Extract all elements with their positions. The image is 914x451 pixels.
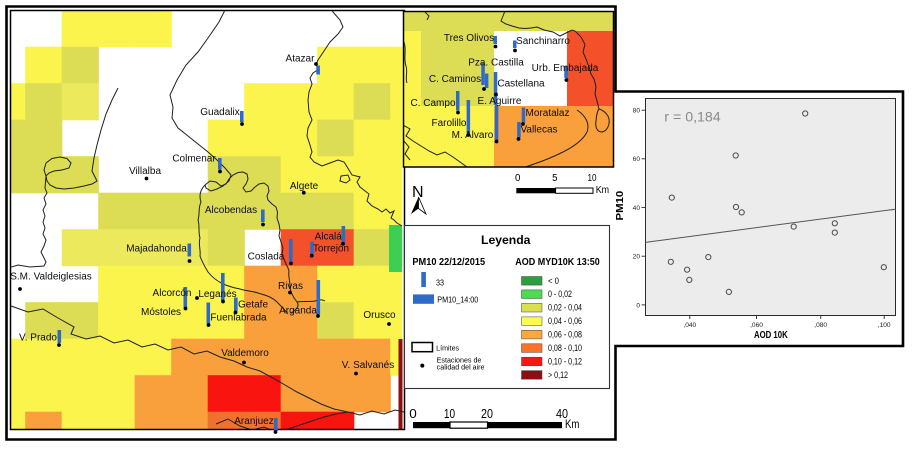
svg-text:40: 40 [633, 205, 641, 212]
svg-text:PM10_14:00: PM10_14:00 [437, 295, 478, 305]
svg-text:10: 10 [444, 406, 455, 421]
svg-text:,040: ,040 [683, 322, 696, 329]
svg-text:AOD 10K: AOD 10K [754, 330, 788, 341]
svg-text:Móstoles: Móstoles [141, 307, 181, 318]
svg-text:Villalba: Villalba [129, 166, 161, 177]
svg-text:Colmenar: Colmenar [172, 154, 216, 165]
svg-text:Algete: Algete [290, 181, 319, 192]
svg-text:Rivas: Rivas [278, 281, 303, 292]
svg-text:Vallecas: Vallecas [520, 125, 557, 136]
svg-text:Límites: Límites [436, 345, 459, 352]
svg-text:Arganda: Arganda [279, 306, 317, 317]
svg-text:0,10 - 0,12: 0,10 - 0,12 [548, 357, 582, 367]
svg-text:Orusco: Orusco [363, 310, 396, 321]
svg-text:Km: Km [596, 184, 610, 196]
svg-text:,080: ,080 [814, 322, 827, 329]
svg-text:Aranjuez: Aranjuez [234, 416, 273, 427]
svg-text:,060: ,060 [750, 322, 763, 329]
svg-text:0,02 - 0,04: 0,02 - 0,04 [548, 303, 582, 313]
svg-text:20: 20 [481, 406, 493, 421]
svg-text:20: 20 [633, 254, 641, 261]
svg-text:33: 33 [436, 279, 444, 288]
svg-text:0,08 - 0,10: 0,08 - 0,10 [548, 343, 582, 353]
svg-text:80: 80 [633, 108, 641, 115]
svg-text:Valdemoro: Valdemoro [221, 348, 269, 359]
svg-text:Moratalaz: Moratalaz [526, 108, 570, 119]
svg-text:Alcorcón: Alcorcón [153, 288, 192, 299]
svg-text:PM10 22/12/2015: PM10 22/12/2015 [412, 257, 485, 268]
svg-text:60: 60 [633, 156, 641, 163]
svg-text:40: 40 [556, 406, 568, 421]
svg-text:r = 0,184: r = 0,184 [664, 110, 721, 126]
svg-text:Castellana: Castellana [497, 79, 545, 90]
svg-text:AOD MYD10K 13:50: AOD MYD10K 13:50 [515, 257, 600, 268]
svg-text:Atazar: Atazar [286, 54, 316, 65]
svg-text:Sanchinarro: Sanchinarro [516, 36, 570, 47]
svg-text:Tres Olivos: Tres Olivos [444, 33, 494, 44]
svg-text:0: 0 [409, 406, 417, 421]
svg-text:Alcobendas: Alcobendas [205, 205, 257, 216]
svg-text:,100: ,100 [878, 322, 891, 329]
svg-text:Leyenda: Leyenda [481, 233, 531, 247]
svg-text:0: 0 [636, 302, 640, 309]
svg-text:Getafe: Getafe [238, 300, 268, 311]
svg-text:C. Campo: C. Campo [410, 98, 455, 109]
svg-text:N: N [412, 184, 424, 201]
svg-text:Fuenlabrada: Fuenlabrada [210, 313, 267, 324]
svg-text:Majadahonda: Majadahonda [126, 244, 187, 255]
svg-text:> 0,12: > 0,12 [548, 370, 568, 380]
svg-text:Torrejón: Torrejón [313, 244, 349, 255]
svg-text:0,04 - 0,06: 0,04 - 0,06 [548, 316, 582, 326]
svg-text:Guadalix: Guadalix [200, 107, 239, 118]
svg-text:Estaciones de: Estaciones de [437, 357, 482, 364]
svg-text:calidad del aire: calidad del aire [437, 365, 485, 372]
svg-text:10: 10 [588, 173, 598, 184]
svg-text:PM10: PM10 [615, 191, 626, 221]
svg-text:Km: Km [565, 417, 579, 431]
svg-text:5: 5 [552, 173, 557, 184]
svg-text:E. Aguirre: E. Aguirre [478, 96, 522, 107]
svg-text:Coslada: Coslada [248, 252, 285, 263]
svg-text:M. Alvaro: M. Alvaro [452, 130, 494, 141]
svg-text:0 - 0,02: 0 - 0,02 [548, 289, 572, 299]
svg-text:0: 0 [515, 173, 521, 184]
svg-text:Farolillo: Farolillo [431, 118, 466, 129]
svg-text:S.M. Valdeiglesias: S.M. Valdeiglesias [10, 272, 92, 283]
svg-text:C. Caminos: C. Caminos [429, 74, 481, 85]
svg-text:Urb. Embajada: Urb. Embajada [532, 63, 599, 74]
svg-text:V. Prado: V. Prado [19, 333, 57, 344]
svg-text:Pza. Castilla: Pza. Castilla [468, 58, 524, 69]
svg-text:< 0: < 0 [548, 276, 559, 286]
svg-text:Leganés: Leganés [198, 289, 236, 300]
svg-text:V. Salvanés: V. Salvanés [342, 360, 394, 371]
svg-text:Alcalá: Alcalá [315, 231, 343, 242]
svg-text:0,06 - 0,08: 0,06 - 0,08 [548, 330, 582, 340]
